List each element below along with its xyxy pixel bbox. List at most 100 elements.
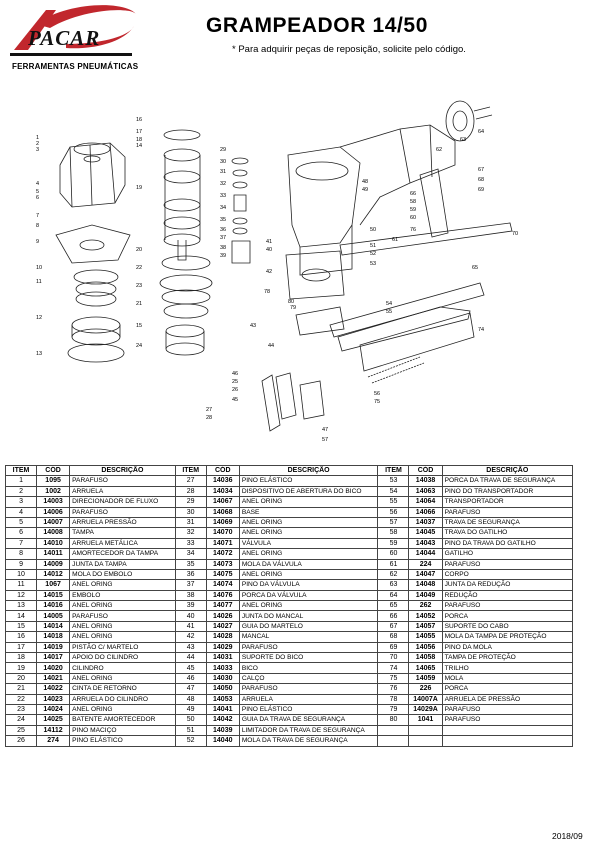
- part-code: 14019: [36, 641, 71, 654]
- part-description: PARAFUSO: [441, 506, 574, 518]
- part-code: 14073: [205, 558, 240, 570]
- part-description: PARAFUSO: [238, 683, 379, 695]
- part-callout-59: 59: [410, 207, 416, 213]
- page-title: GRAMPEADOR 14/50: [206, 14, 428, 37]
- part-callout-53: 53: [370, 261, 376, 267]
- header-item: ITEM: [377, 464, 410, 477]
- part-item-number: 74: [377, 662, 410, 674]
- part-callout-4: 4: [36, 181, 39, 187]
- part-callout-55: 55: [386, 309, 392, 315]
- part-item-number: 44: [174, 652, 207, 664]
- brand-tagline: FERRAMENTAS PNEUMÁTICAS: [12, 62, 139, 71]
- part-callout-26: 26: [232, 387, 238, 393]
- part-description: MOLA DA TAMPA DE PROTEÇÃO: [441, 631, 574, 643]
- part-item-number: 53: [377, 475, 410, 487]
- part-callout-16: 16: [136, 117, 142, 123]
- part-item-number: 39: [174, 600, 207, 612]
- part-code: 14065: [408, 662, 443, 674]
- part-callout-11: 11: [36, 279, 42, 285]
- part-item-number: 65: [377, 600, 410, 612]
- part-item-number: 60: [377, 548, 410, 560]
- part-description: PINO ELÁSTICO: [238, 703, 379, 716]
- part-item-number: 40: [174, 610, 207, 622]
- part-callout-1: 1: [36, 135, 39, 141]
- part-item-number: 9: [4, 558, 38, 570]
- part-item-number: 51: [174, 724, 207, 737]
- part-description: GATILHO: [441, 548, 574, 560]
- part-item-number: 13: [4, 600, 38, 612]
- part-description: PORCA DA VÁLVULA: [238, 589, 379, 602]
- part-callout-27: 27: [206, 407, 212, 413]
- part-code: 14003: [36, 496, 71, 508]
- part-description: PARAFUSO: [69, 506, 176, 518]
- part-code: [408, 724, 443, 737]
- part-code: 14022: [36, 683, 71, 695]
- part-item-number: 11: [4, 579, 38, 591]
- part-item-number: 20: [4, 672, 38, 685]
- part-callout-14: 14: [136, 143, 142, 149]
- part-code: 14014: [36, 620, 71, 633]
- part-code: 14067: [205, 496, 240, 508]
- part-callout-43: 43: [250, 323, 256, 329]
- part-item-number: 36: [174, 568, 207, 581]
- part-callout-5: 5: [36, 189, 39, 195]
- part-item-number: 34: [174, 548, 207, 560]
- part-description: ANEL ORING: [238, 516, 379, 529]
- part-description: CILINDRO: [69, 662, 176, 674]
- part-code: 14059: [408, 672, 443, 685]
- part-code: 14033: [205, 662, 240, 674]
- part-callout-47: 47: [322, 427, 328, 433]
- part-code: 14017: [36, 652, 71, 664]
- part-description: ANEL ORING: [238, 600, 379, 612]
- part-item-number: 35: [174, 558, 207, 570]
- part-code: 14038: [408, 475, 443, 487]
- part-callout-52: 52: [370, 251, 376, 257]
- part-item-number: 58: [377, 527, 410, 539]
- part-code: 14055: [408, 631, 443, 643]
- part-description: ARRUELA: [238, 693, 379, 706]
- magazine-rail-drawing: [329, 222, 513, 384]
- part-item-number: 38: [174, 589, 207, 602]
- part-callout-48: 48: [362, 179, 368, 185]
- part-description: PARAFUSO: [69, 475, 176, 487]
- part-code: 14030: [205, 672, 240, 685]
- header-cod: CÓD: [408, 464, 443, 477]
- part-code: 14043: [408, 537, 443, 550]
- tool-body-drawing: [287, 100, 493, 276]
- part-item-number: 27: [174, 475, 207, 487]
- part-code: 14006: [36, 506, 71, 518]
- part-callout-41: 41: [266, 239, 272, 245]
- part-description: ANEL ORING: [69, 620, 176, 633]
- part-item-number: 12: [4, 589, 38, 602]
- part-description: PINO DA TRAVA DO GATILHO: [441, 537, 574, 550]
- part-code: 14023: [36, 693, 71, 706]
- part-description: PARAFUSO: [69, 610, 176, 622]
- part-callout-31: 31: [220, 169, 226, 175]
- part-code: 14045: [408, 527, 443, 539]
- part-description: TRANSPORTADOR: [441, 496, 574, 508]
- part-callout-23: 23: [136, 283, 142, 289]
- part-description: PARAFUSO: [238, 641, 379, 654]
- part-description: TAMPA: [69, 527, 176, 539]
- part-callout-29: 29: [220, 147, 226, 153]
- part-callout-28: 28: [206, 415, 212, 421]
- part-description: GUIA DO MARTELO: [238, 620, 379, 633]
- part-callout-18: 18: [136, 137, 142, 143]
- part-description: JUNTA DO MANCAL: [238, 610, 379, 622]
- part-item-number: 46: [174, 672, 207, 685]
- part-callout-19: 19: [136, 185, 142, 191]
- part-callout-6: 6: [36, 195, 39, 201]
- part-code: 14053: [205, 693, 240, 706]
- part-item-number: 54: [377, 485, 410, 498]
- table-header-row: ITEM CÓD DESCRIÇÃO ITEM CÓD DESCRIÇÃO IT…: [4, 464, 574, 477]
- part-description: TRAVA DO GATILHO: [441, 527, 574, 539]
- part-code: 14026: [205, 610, 240, 622]
- part-code: 14039: [205, 724, 240, 737]
- part-code: 14008: [36, 527, 71, 539]
